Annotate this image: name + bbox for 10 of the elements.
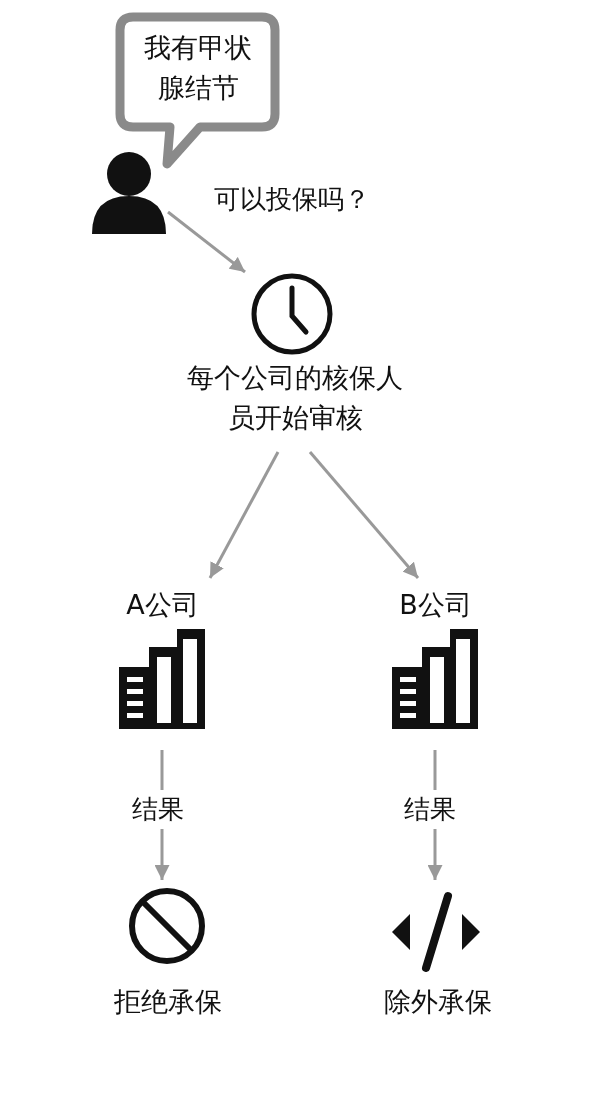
arrow	[308, 451, 420, 579]
result-text: 除外承保	[382, 985, 493, 1019]
caption-text: 每个公司的核保人员开始审核	[186, 361, 404, 435]
result-text: 拒绝承保	[112, 985, 223, 1019]
company-label: A公司	[125, 588, 200, 622]
arrow	[208, 451, 280, 579]
company-label: B公司	[398, 588, 473, 622]
bubble-text: 我有甲状腺结节	[143, 31, 253, 105]
person-icon	[90, 150, 168, 234]
arrow	[167, 210, 246, 274]
